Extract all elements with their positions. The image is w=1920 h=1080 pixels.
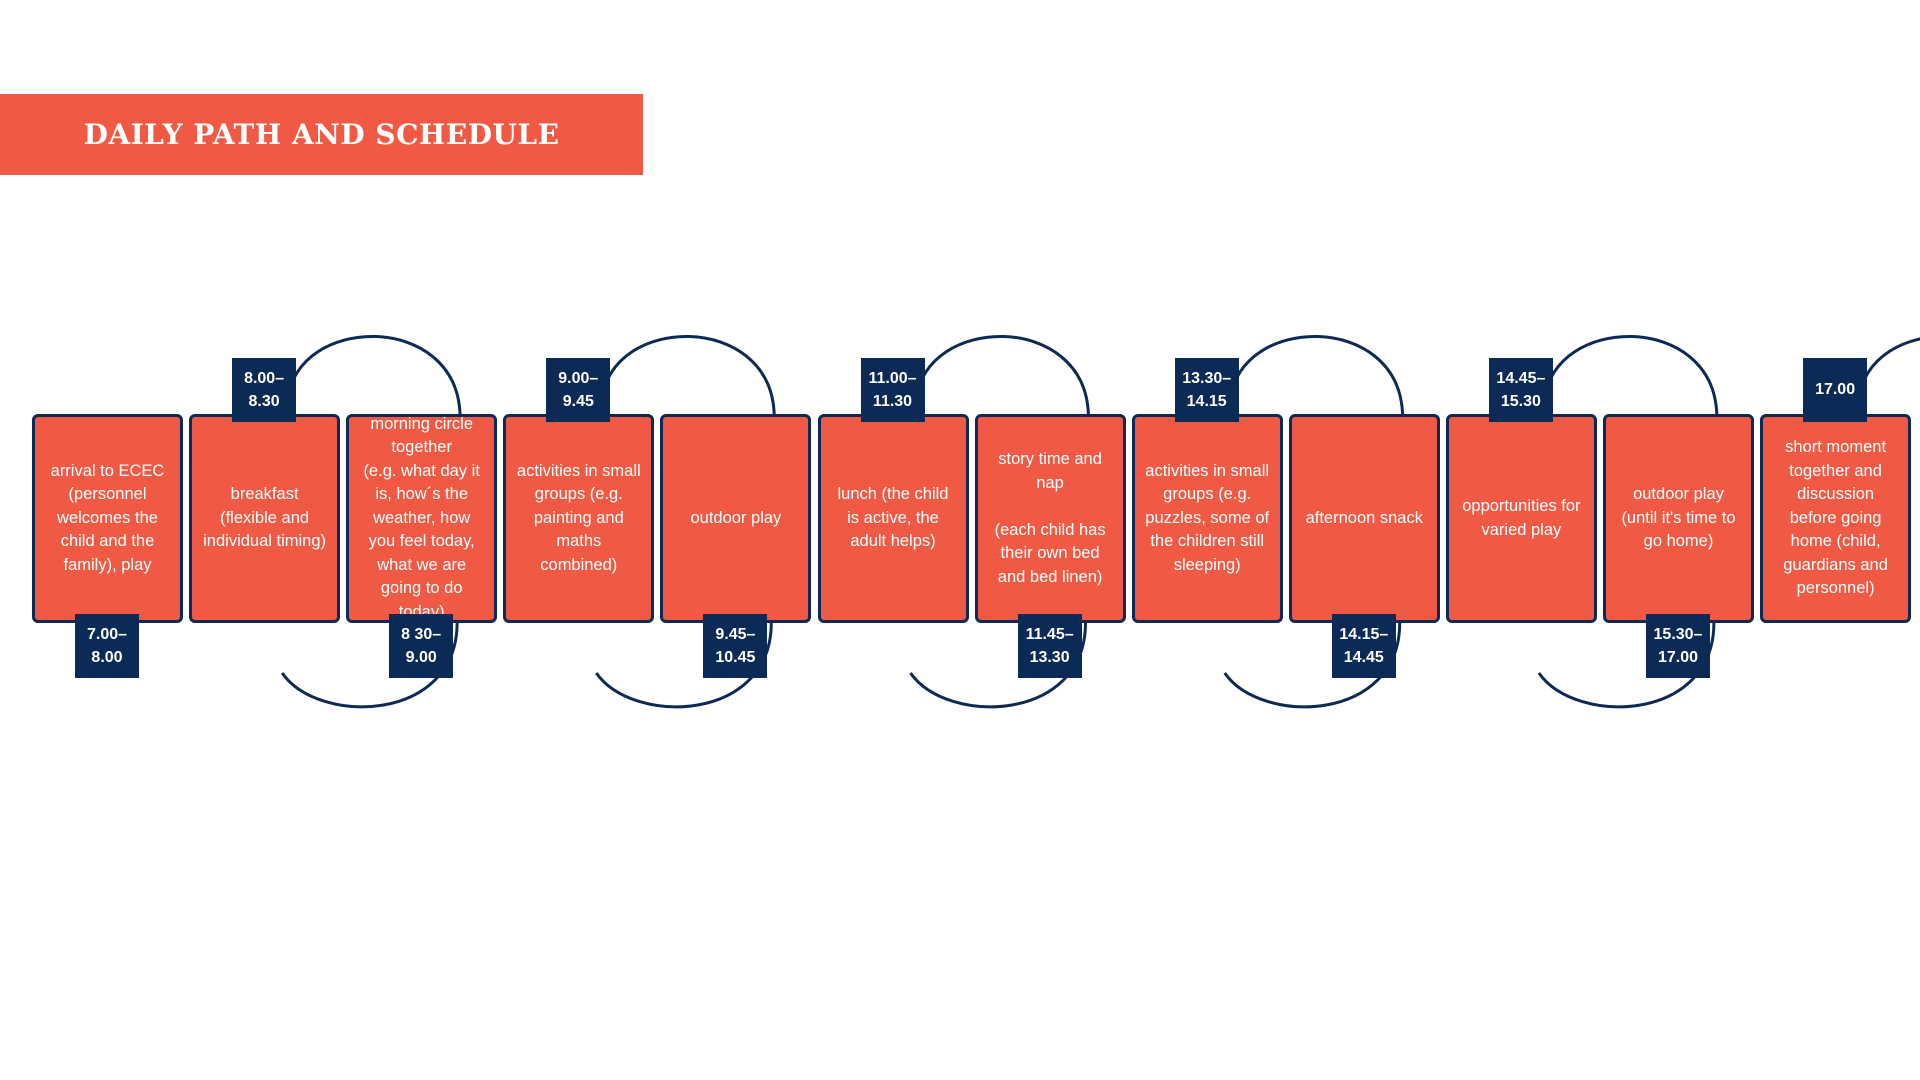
connector-loop xyxy=(914,334,1090,415)
connector-loop xyxy=(600,334,776,415)
time-badge: 17.00 xyxy=(1803,358,1868,422)
time-badge: 14.45– 15.30 xyxy=(1488,358,1553,422)
activity-box: outdoor play xyxy=(660,414,812,623)
time-badge: 8.00– 8.30 xyxy=(232,358,297,422)
activity-box: breakfast (flexible and individual timin… xyxy=(189,414,341,623)
activity-box: lunch (the child is active, the adult he… xyxy=(817,414,969,623)
time-badge: 11.45– 13.30 xyxy=(1017,614,1082,678)
connector-loop xyxy=(1857,337,1920,401)
time-badge: 7.00– 8.00 xyxy=(75,614,139,678)
connector-loop xyxy=(1543,334,1719,415)
activity-box: story time and nap (each child has their… xyxy=(974,414,1126,623)
activity-box: outdoor play (until it's time to go home… xyxy=(1603,414,1754,623)
connector-loop xyxy=(286,334,462,415)
activity-box: morning circle together (e.g. what day i… xyxy=(346,414,498,623)
time-badge: 11.00– 11.30 xyxy=(860,358,925,422)
time-badge: 13.30– 14.15 xyxy=(1174,358,1239,422)
activity-box: activities in small groups (e.g. puzzles… xyxy=(1131,414,1283,623)
connector-loop xyxy=(1229,334,1405,415)
activity-box: activities in small groups (e.g. paintin… xyxy=(503,414,655,623)
time-badge: 14.15– 14.45 xyxy=(1331,614,1396,678)
page-title: DAILY PATH AND SCHEDULE xyxy=(83,118,560,151)
activity-box: opportunities for varied play xyxy=(1445,414,1597,623)
activity-box: arrival to ECEC (personnel welcomes the … xyxy=(32,414,183,623)
time-badge: 15.30– 17.00 xyxy=(1646,614,1710,678)
time-badge: 9.45– 10.45 xyxy=(703,614,768,678)
time-badge: 9.00– 9.45 xyxy=(546,358,611,422)
activity-box: short moment together and discussion bef… xyxy=(1760,414,1912,623)
activity-box: afternoon snack xyxy=(1288,414,1440,623)
time-badge: 8 30– 9.00 xyxy=(389,614,454,678)
title-banner: DAILY PATH AND SCHEDULE xyxy=(0,94,643,175)
